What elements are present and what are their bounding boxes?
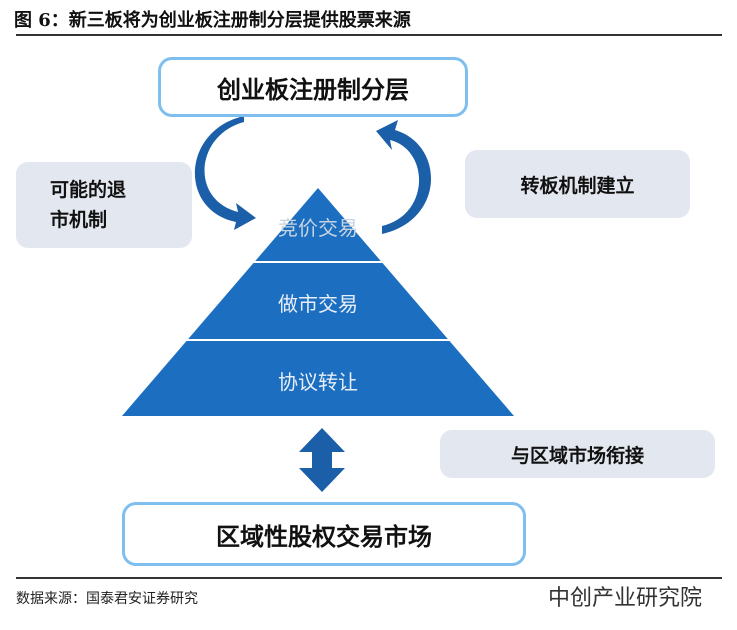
top-divider (16, 34, 722, 36)
figure-title: 图 6：新三板将为创业板注册制分层提供股票来源 (14, 10, 411, 31)
left-box: 可能的退市机制 (16, 162, 192, 248)
pyramid-level-bottom: 协议转让 (278, 370, 358, 394)
pyramid-level-middle: 做市交易 (278, 292, 358, 316)
right-box: 转板机制建立 (465, 150, 690, 218)
left-box-label: 可能的退市机制 (50, 179, 127, 231)
watermark: 中创产业研究院 (548, 586, 703, 611)
pyramid-shape (122, 188, 514, 416)
right-lower-box: 与区域市场衔接 (440, 430, 715, 478)
pyramid-level-top: 竞价交易 (278, 216, 358, 240)
double-arrow-icon (299, 428, 345, 492)
top-box: 创业板注册制分层 (158, 57, 468, 117)
right-curved-arrow-icon (376, 120, 432, 234)
source-note: 数据来源：国泰君安证券研究 (16, 591, 198, 607)
left-curved-arrow-icon (194, 116, 256, 230)
bottom-box: 区域性股权交易市场 (122, 502, 526, 566)
bottom-divider (16, 577, 722, 579)
